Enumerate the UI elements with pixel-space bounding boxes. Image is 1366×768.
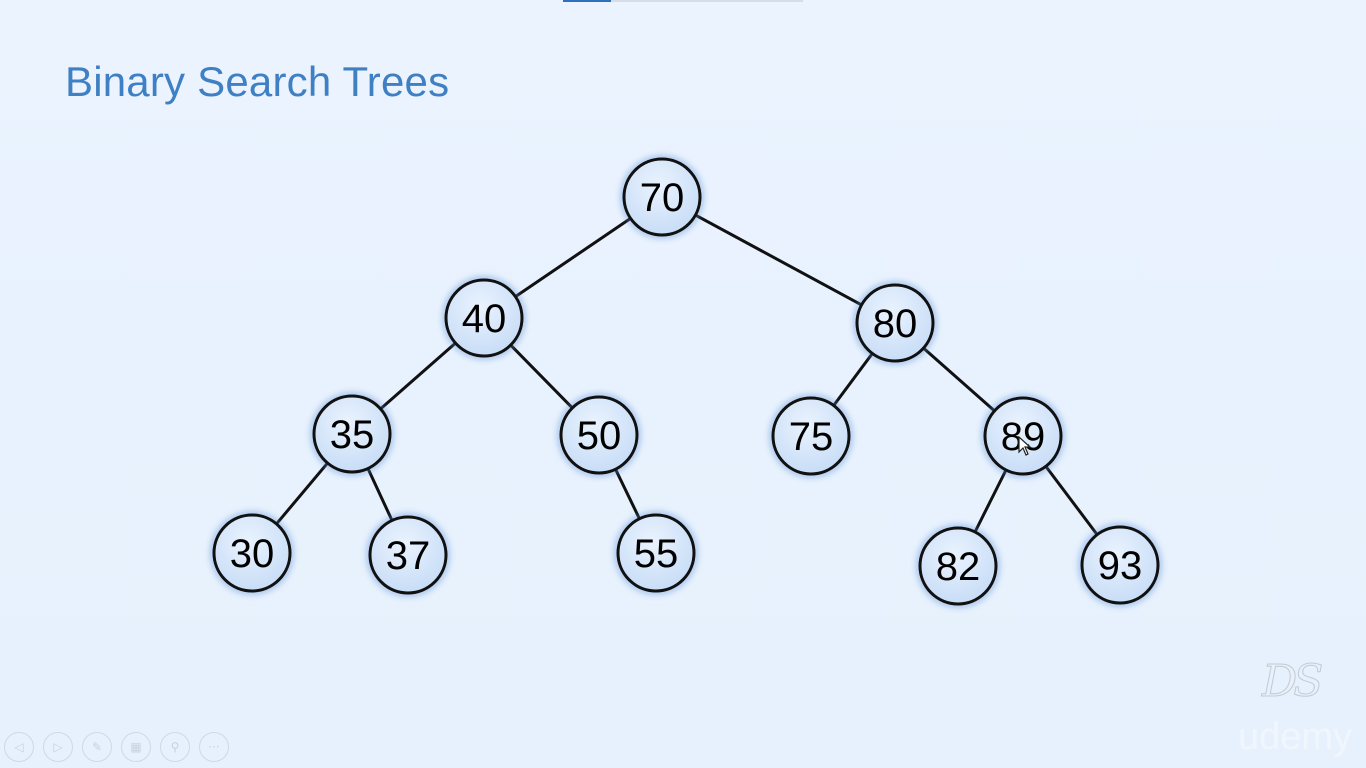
edge-40-35 <box>379 341 457 411</box>
node-value-label: 93 <box>1098 544 1143 588</box>
node-value-label: 82 <box>936 545 981 589</box>
slides-icon[interactable]: ▦ <box>121 732 151 762</box>
node-value-label: 50 <box>577 414 622 458</box>
node-circle <box>983 396 1063 476</box>
tree-node-35: 35 <box>310 392 394 476</box>
edge-35-37 <box>366 467 394 522</box>
next-icon[interactable]: ▷ <box>43 732 73 762</box>
edge-70-40 <box>514 217 632 298</box>
node-circle <box>444 278 524 358</box>
edge-80-75 <box>832 352 874 407</box>
edge-89-93 <box>1044 465 1099 536</box>
node-circle <box>771 396 851 476</box>
edge-89-82 <box>973 469 1008 533</box>
edge-35-30 <box>275 462 329 525</box>
slide-title: Binary Search Trees <box>65 58 450 105</box>
tree-edges <box>275 213 1099 536</box>
mouse-cursor-icon <box>1018 436 1032 456</box>
node-value-label: 40 <box>462 297 507 341</box>
pen-icon[interactable]: ✎ <box>82 732 112 762</box>
node-value-label: 55 <box>634 532 679 576</box>
node-circle <box>368 515 448 595</box>
presentation-controls: ◁ ▷ ✎ ▦ ⚲ ··· <box>4 732 229 762</box>
slide-progress-bar <box>563 0 803 2</box>
node-circle <box>616 513 696 593</box>
ds-monogram-logo: DS <box>1261 656 1323 708</box>
zoom-icon[interactable]: ⚲ <box>160 732 190 762</box>
tree-node-70: 70 <box>620 155 704 239</box>
tree-node-50: 50 <box>557 393 641 477</box>
node-value-label: 37 <box>386 534 431 578</box>
tree-node-37: 37 <box>366 513 450 597</box>
udemy-watermark: udemy <box>1238 716 1353 758</box>
tree-node-80: 80 <box>853 281 937 365</box>
node-circle <box>855 283 935 363</box>
node-circle <box>622 157 702 237</box>
node-circle <box>559 395 639 475</box>
tree-node-82: 82 <box>916 524 1000 608</box>
tree-nodes: 30 35 37 40 50 55 70 75 80 82 89 93 <box>210 155 1162 608</box>
node-value-label: 75 <box>789 415 834 459</box>
edge-80-89 <box>922 347 996 412</box>
node-circle <box>918 526 998 606</box>
edge-40-50 <box>509 344 574 409</box>
node-value-label: 80 <box>873 302 918 346</box>
slide-progress-fill <box>563 0 611 2</box>
more-icon[interactable]: ··· <box>199 732 229 762</box>
tree-node-55: 55 <box>614 511 698 595</box>
node-value-label: 30 <box>230 532 275 576</box>
tree-node-93: 93 <box>1078 523 1162 607</box>
tree-node-89: 89 <box>981 394 1065 478</box>
tree-node-75: 75 <box>769 394 853 478</box>
node-value-label: 89 <box>1001 415 1046 459</box>
edge-70-80 <box>694 213 863 307</box>
node-circle <box>212 513 292 593</box>
node-circle <box>1080 525 1160 605</box>
node-value-label: 70 <box>640 176 685 220</box>
previous-icon[interactable]: ◁ <box>4 732 34 762</box>
node-value-label: 35 <box>330 413 375 457</box>
tree-node-30: 30 <box>210 511 294 595</box>
tree-node-40: 40 <box>442 276 526 360</box>
node-circle <box>312 394 392 474</box>
edge-50-55 <box>614 468 641 520</box>
